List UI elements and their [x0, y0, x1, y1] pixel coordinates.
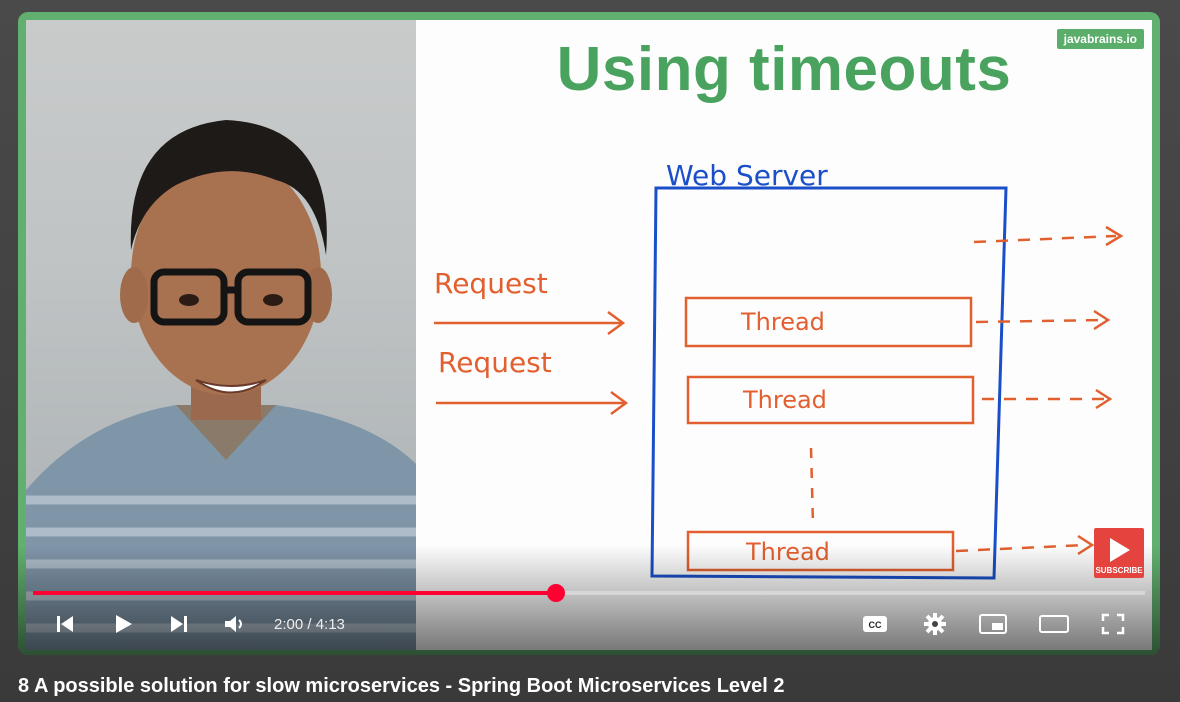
volume-icon: [225, 616, 242, 632]
previous-button[interactable]: [48, 607, 82, 641]
request-label-2: Request: [438, 346, 552, 379]
slide-title: Using timeouts: [556, 35, 1012, 104]
svg-text:CC: CC: [869, 620, 882, 630]
captions-button[interactable]: CC: [858, 607, 892, 641]
thread-label-2: Thread: [742, 386, 827, 414]
controls-overlay: [18, 545, 1160, 655]
fullscreen-icon: [1101, 613, 1125, 635]
play-button[interactable]: [106, 607, 140, 641]
thread-box-1: [684, 296, 973, 348]
previous-icon: [57, 616, 73, 632]
fullscreen-button[interactable]: [1096, 607, 1130, 641]
subscribe-button[interactable]: SUBSCRIBE: [1094, 528, 1144, 578]
video-title: 8 A possible solution for slow microserv…: [18, 675, 785, 697]
web-server-label: Web Server: [666, 159, 828, 192]
theater-mode-button[interactable]: [1034, 607, 1074, 641]
miniplayer-button[interactable]: [976, 607, 1010, 641]
subscribe-play-icon: [1110, 538, 1130, 562]
thread-label-1: Thread: [740, 308, 825, 336]
request-label-1: Request: [434, 267, 548, 300]
video-player[interactable]: Using timeouts javabrains.io Web Server …: [18, 12, 1160, 655]
web-server-box: [650, 186, 1008, 580]
time-display: 2:00 / 4:13: [274, 616, 345, 633]
next-button[interactable]: [162, 607, 196, 641]
settings-button[interactable]: [918, 607, 952, 641]
miniplayer-icon: [979, 614, 1007, 634]
settings-icon: [924, 613, 946, 635]
volume-button[interactable]: [218, 607, 252, 641]
theater-icon: [1039, 615, 1069, 633]
next-icon: [171, 616, 187, 632]
captions-icon: CC: [863, 616, 887, 632]
thread-box-2: [686, 375, 975, 425]
thread-ellipsis: [809, 447, 815, 526]
play-icon: [116, 615, 132, 633]
subscribe-label: SUBSCRIBE: [1095, 566, 1143, 575]
progress-played: [33, 591, 556, 595]
progress-scrubber-handle[interactable]: [546, 584, 565, 602]
brand-watermark: javabrains.io: [1056, 29, 1144, 49]
whiteboard-diagram: Web Server Request Request Thread Thread…: [434, 159, 1124, 580]
progress-bar[interactable]: [33, 584, 1145, 602]
